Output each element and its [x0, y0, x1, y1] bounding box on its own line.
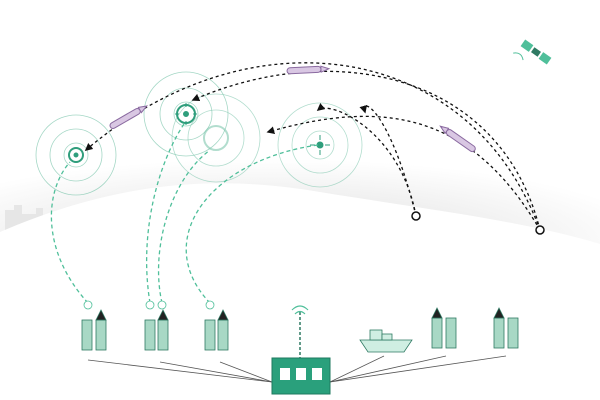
launcher-icon: [493, 307, 519, 349]
missile-icon: [286, 65, 331, 75]
missile-icon: [439, 125, 476, 153]
target-icon: [175, 103, 197, 125]
launch-site-icon: [535, 225, 545, 235]
threat-trajectories: [84, 62, 541, 231]
missile-icon: [109, 105, 149, 129]
interceptor-paths: [50, 123, 319, 304]
satellite-icon: [513, 39, 552, 65]
launch-site-icon: [411, 211, 421, 221]
command-center-icon: [271, 305, 331, 395]
launcher-icon: [431, 307, 457, 349]
launcher-icon: [204, 300, 229, 351]
radar-zone-center-left: [143, 71, 229, 157]
launcher-icon: [81, 300, 107, 351]
interceptor-launchers: [81, 300, 519, 351]
radar-zone-right: [277, 102, 363, 188]
ship-icon: [359, 329, 413, 353]
launcher-icon: [144, 300, 169, 351]
network-lines: [87, 355, 507, 383]
target-icon: [68, 147, 84, 163]
radar-zone-center: [171, 93, 261, 183]
radar-zone-left: [35, 114, 117, 196]
target-icon: [310, 135, 330, 155]
